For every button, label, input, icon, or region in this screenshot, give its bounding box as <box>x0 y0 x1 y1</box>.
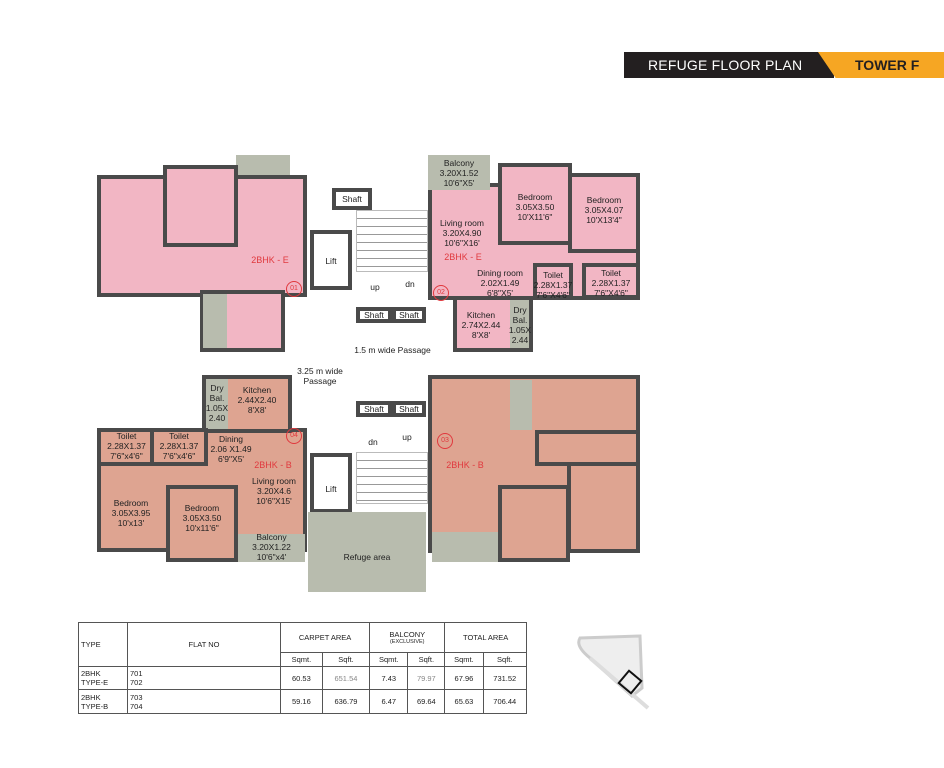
shaft-label: Shaft <box>399 404 419 414</box>
header-balcony: BALCONY(EXCLUSIVE) <box>369 622 446 653</box>
tower-badge <box>818 52 944 78</box>
unit03-number: 03 <box>437 433 453 449</box>
unit03-bedroom2 <box>567 460 640 553</box>
staircase-bottom <box>356 452 428 504</box>
unit01-bedroom2 <box>163 165 238 247</box>
tower-label: TOWER F <box>855 57 920 73</box>
header-total: TOTAL AREA <box>444 622 527 653</box>
stair-up-label: up <box>402 432 412 442</box>
header-sqmt: Sqmt. <box>369 652 409 667</box>
shaft-label: Shaft <box>364 310 384 320</box>
unit04-bedroom2 <box>166 485 238 562</box>
shaft-bottom-3 <box>356 401 392 417</box>
header-bar <box>624 52 834 78</box>
passage-label-2: 3.25 m wide Passage <box>297 366 343 386</box>
header-sqft: Sqft. <box>407 652 446 667</box>
passage-label-1: 1.5 m wide Passage <box>354 345 431 355</box>
shaft-label: Shaft <box>399 310 419 320</box>
stair-dn-label: dn <box>405 279 415 289</box>
unit01-drybal <box>203 294 227 348</box>
unit03-toilets <box>535 430 640 466</box>
shaft-label: Shaft <box>364 404 384 414</box>
unit04-balcony <box>238 534 305 562</box>
unit03-bedroom1 <box>498 485 570 562</box>
key-plan-icon <box>577 634 650 710</box>
lift-label: Lift <box>325 484 337 494</box>
shaft-bottom-4 <box>392 401 426 417</box>
unit02-number: 02 <box>433 285 449 301</box>
header-type: TYPE <box>78 622 128 667</box>
area-table: TYPE FLAT NO CARPET AREA BALCONY(EXCLUSI… <box>78 622 528 714</box>
unit01-type-label: 2BHK - E <box>251 255 289 265</box>
plan-title: REFUGE FLOOR PLAN <box>648 57 803 73</box>
unit03-drybal <box>510 380 532 430</box>
staircase-top <box>356 210 428 272</box>
unit02-drybal <box>510 300 529 348</box>
lift-bottom <box>310 453 352 513</box>
stair-dn-label: dn <box>368 437 378 447</box>
unit04-type-label: 2BHK - B <box>254 460 292 470</box>
refuge-area-label: Refuge area <box>343 552 391 562</box>
unit04-toilet2 <box>150 428 208 466</box>
unit02-type-label: 2BHK - E <box>444 252 482 262</box>
shaft-label: Shaft <box>342 194 362 204</box>
header-carpet: CARPET AREA <box>279 622 371 653</box>
floor-plan: 2BHK - E 01 Shaft Lift up dn Shaft Shaft… <box>97 155 640 592</box>
unit02-toilet2 <box>582 263 640 299</box>
unit04-toilet1 <box>97 428 154 466</box>
unit02-bedroom2 <box>568 173 640 253</box>
unit03-type-label: 2BHK - B <box>446 460 484 470</box>
header-flat-no: FLAT NO <box>127 622 281 667</box>
header-sqft: Sqft. <box>321 652 371 667</box>
header-sqft: Sqft. <box>482 652 528 667</box>
shaft-bottom-1 <box>356 307 392 323</box>
unit04-number: 04 <box>286 428 302 444</box>
unit02-toilet1 <box>533 263 573 299</box>
unit04-drybal <box>206 379 228 429</box>
header-sqmt: Sqmt. <box>280 652 323 667</box>
unit03-balcony <box>432 532 500 562</box>
header-sqmt: Sqmt. <box>444 652 484 667</box>
shaft-top <box>332 188 372 210</box>
lift-top <box>310 230 352 290</box>
lift-label: Lift <box>325 256 337 266</box>
unit02-balcony <box>428 155 490 190</box>
shaft-bottom-2 <box>392 307 426 323</box>
stair-up-label: up <box>370 282 380 292</box>
unit01-number: 01 <box>286 281 302 297</box>
refuge-area <box>308 512 426 592</box>
